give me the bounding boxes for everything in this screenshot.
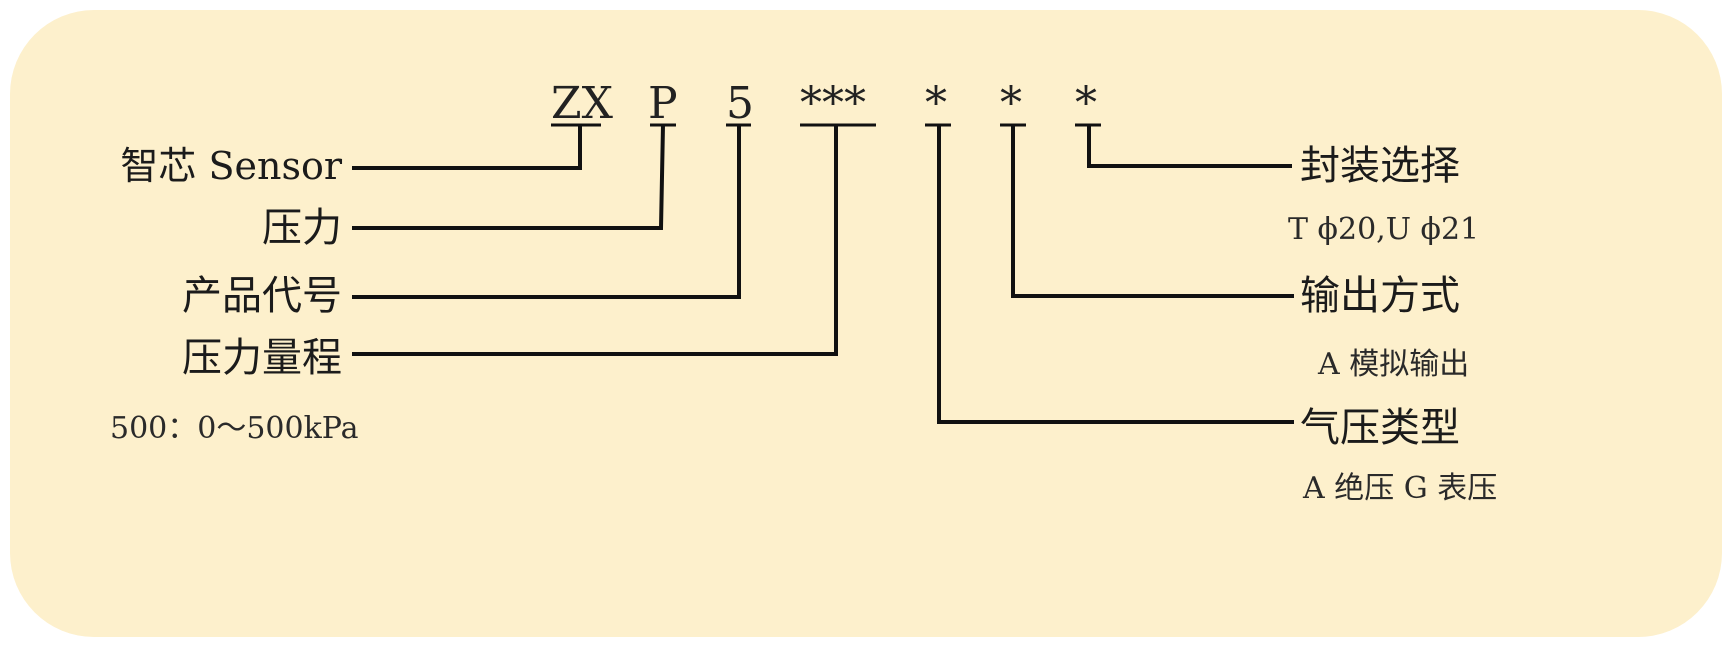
leader-range xyxy=(352,125,838,356)
code-segment-package: * xyxy=(1075,78,1097,129)
leader-brand xyxy=(352,125,582,170)
package-label: 封装选择 xyxy=(1300,143,1460,189)
code-segment-pressure-type: * xyxy=(925,78,947,129)
pressure-type-note: A 绝压 G 表压 xyxy=(1303,471,1498,506)
code-segment-p: P xyxy=(648,78,678,129)
code-segment-range: *** xyxy=(800,78,866,129)
leader-pressure xyxy=(352,124,665,230)
pressure-type-label: 气压类型 xyxy=(1300,405,1460,451)
leader-pressure-type xyxy=(937,125,1294,424)
code-segment-5: 5 xyxy=(726,78,754,129)
leader-output xyxy=(1011,125,1294,298)
pressure-range-note: 500：0～500kPa xyxy=(110,411,359,446)
package-note: T ϕ20,U ϕ21 xyxy=(1288,212,1480,247)
product-code-label: 产品代号 xyxy=(182,273,342,319)
brand-label: 智芯 Sensor xyxy=(120,144,342,188)
pressure-range-label: 压力量程 xyxy=(182,335,342,381)
output-note: A 模拟输出 xyxy=(1318,347,1470,382)
output-label: 输出方式 xyxy=(1300,273,1460,319)
pressure-label: 压力 xyxy=(262,205,342,251)
code-segment-zx: ZX xyxy=(551,78,613,129)
code-segment-output: * xyxy=(1000,78,1022,129)
leader-product-code xyxy=(352,125,741,299)
diagram-panel xyxy=(10,10,1722,637)
leader-package xyxy=(1087,125,1292,168)
